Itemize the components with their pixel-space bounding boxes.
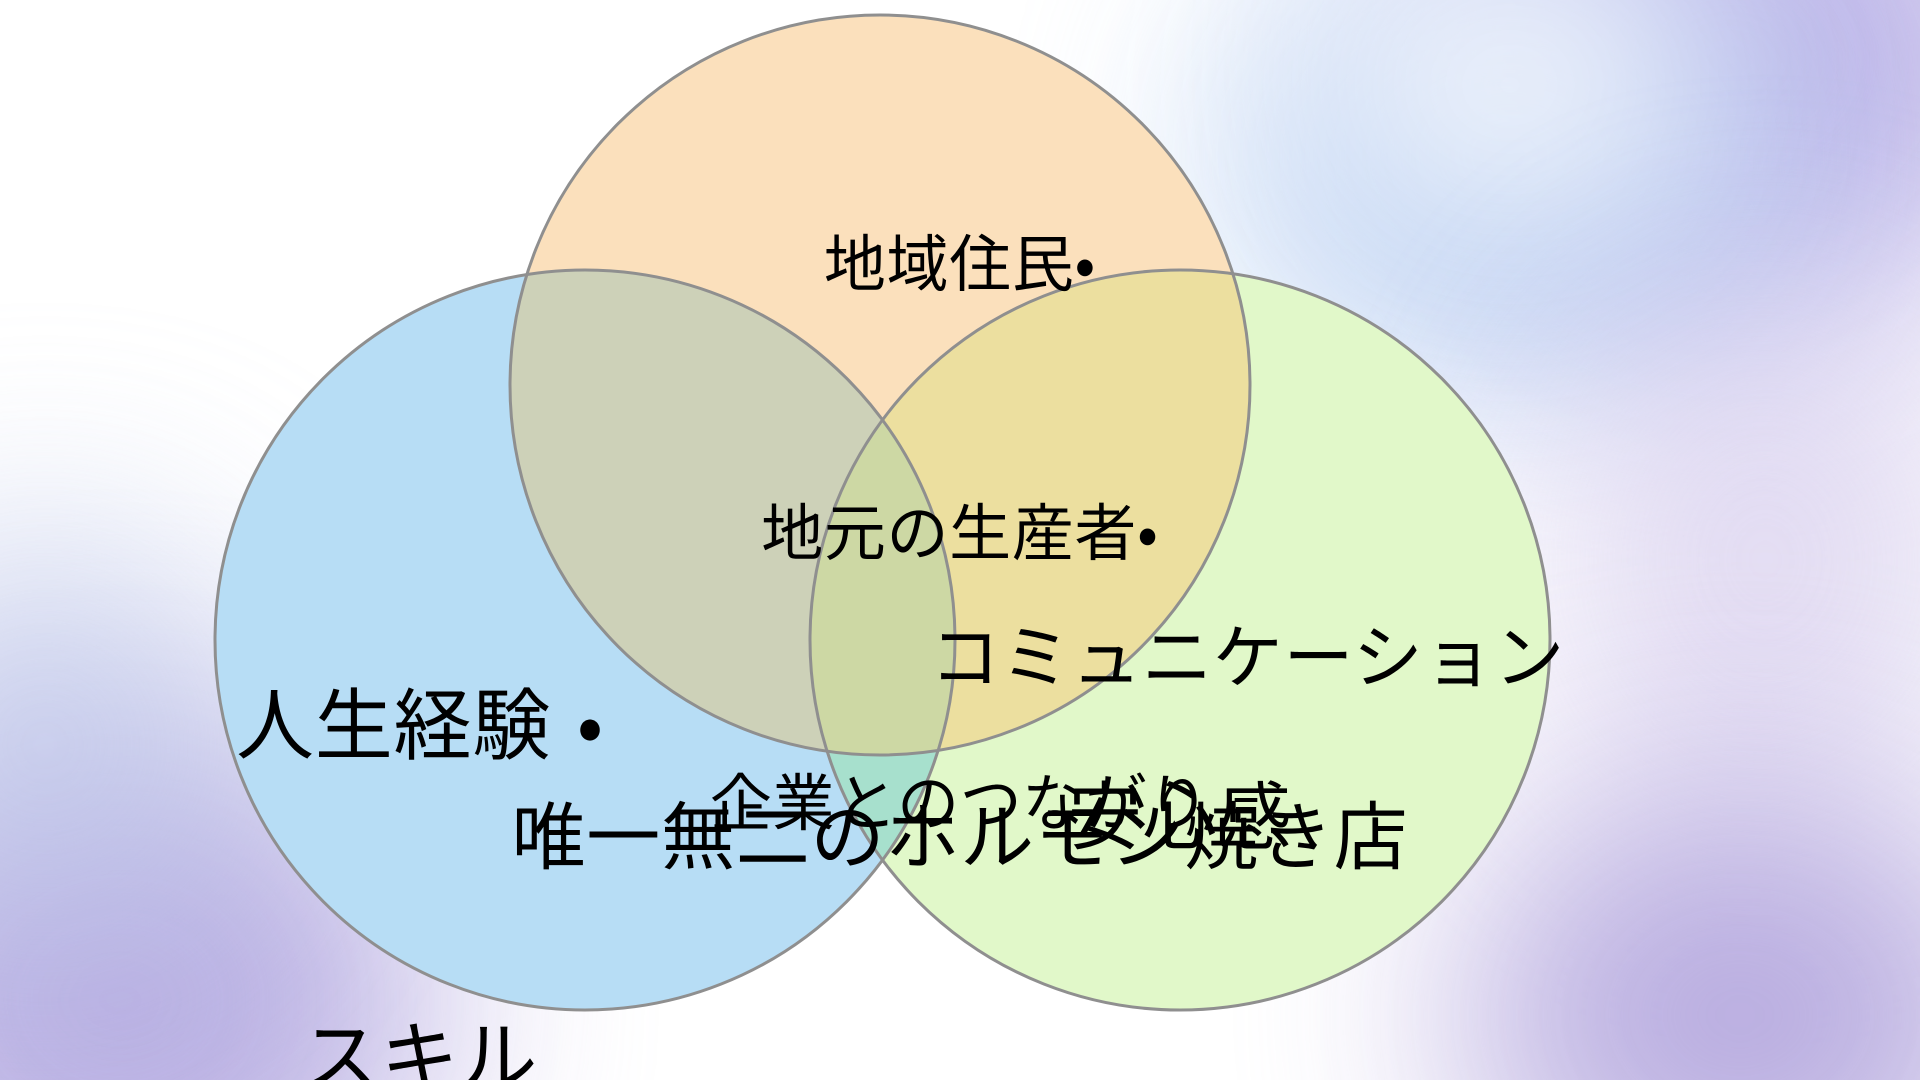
circle-outline-communication — [808, 268, 1552, 1012]
label-experience-circle: 人生経験 ・ スキル — [140, 450, 700, 1080]
circle-outline-experience — [213, 268, 957, 1012]
label-community-circle: 地域住民・ 地元の生産者・ 企業とのつながり — [510, 40, 1410, 1029]
label-communication-line-1: コミュニケーション — [930, 617, 1565, 699]
label-community-line-1: 地域住民・ — [823, 227, 1097, 301]
label-communication-main: コミュニケーション — [930, 448, 1630, 868]
label-experience-line-2: スキル — [301, 1013, 539, 1080]
circle-outline-community — [508, 13, 1252, 757]
label-community-line-3: 企業とのつながり — [709, 767, 1211, 841]
diagram-caption: 唯一無二のホルモン焼き店 — [511, 795, 1409, 881]
label-communication-sub: 安心感 やさしさ — [930, 556, 1430, 1080]
label-experience-line-1: 人生経験 ・ — [236, 681, 604, 772]
label-community-line-2: 地元の生産者・ — [761, 497, 1159, 571]
label-communication-line-2: 安心感 — [1067, 775, 1293, 862]
